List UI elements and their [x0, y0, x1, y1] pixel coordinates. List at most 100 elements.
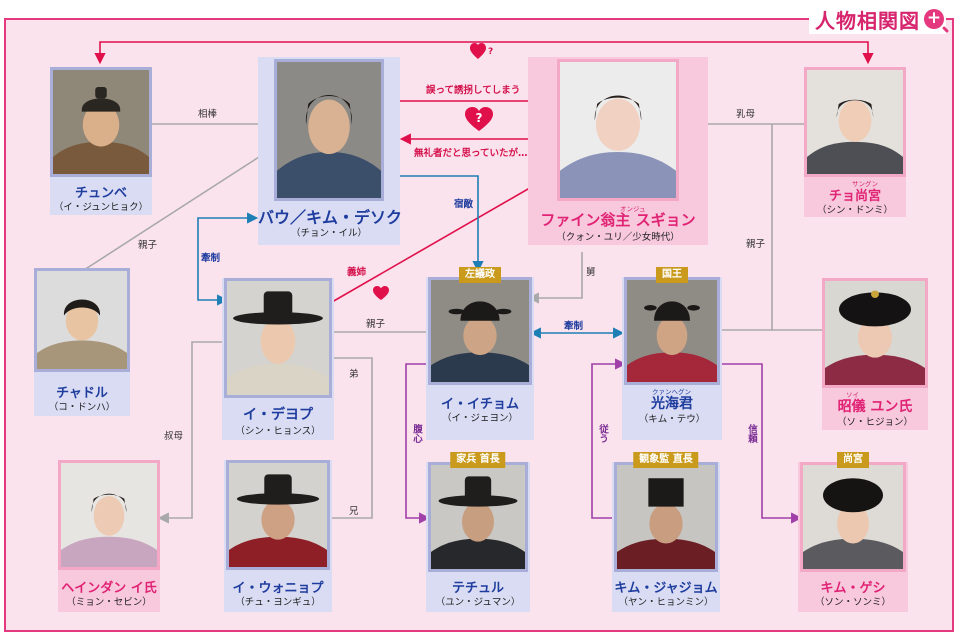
name-wonyop: イ・ウォニョプ [232, 581, 324, 596]
ruby-fine: オンジュ [620, 205, 646, 213]
line-aunt [157, 341, 226, 524]
zoom-in-icon[interactable]: + [924, 9, 944, 29]
label-younger-brother: 弟 [349, 369, 359, 380]
line-rival [398, 175, 484, 273]
name-shoi: 昭儀 ユン氏 [837, 399, 913, 415]
label-rival: 宿敵 [454, 199, 474, 210]
label-rude: 無礼者だと思っていたが… [414, 148, 528, 159]
card-kwanghae[interactable]: クァンヘグン 光海君 （キム・テウ） [622, 277, 722, 440]
actor-chunbe: （イ・ジュンヒョク） [53, 202, 149, 213]
actor-shoi: （ソ・ヒジョン） [836, 417, 913, 428]
tag-techul: 家兵 首長 [450, 452, 506, 468]
portrait-heindan [58, 460, 160, 570]
name-chadol: チャドル [56, 386, 108, 401]
portrait-ichom [428, 277, 532, 385]
line-follow [591, 358, 627, 519]
portrait-kwanghae [624, 277, 720, 385]
actor-kwanghae: （キム・テウ） [638, 414, 706, 425]
card-geshi[interactable]: キム・ゲシ （ソン・ソンミ） [798, 462, 908, 612]
line-check-a [197, 212, 259, 306]
tag-kwanghae: 国王 [656, 267, 688, 283]
line-fine-ichom [527, 252, 583, 304]
line-sister-in-law [331, 172, 556, 303]
actor-bau: （チョン・イル） [290, 228, 367, 239]
heart-question-top: ? [488, 47, 493, 57]
card-shoi[interactable]: ソイ 昭儀 ユン氏 （ソ・ヒジョン） [822, 278, 928, 430]
actor-wonyop: （チュ・ヨンギュ） [235, 597, 321, 608]
label-check-b: 牽制 [564, 321, 584, 332]
label-kidnap: 誤って誘拐してしまう [426, 85, 521, 96]
card-wonyop[interactable]: イ・ウォニョプ （チュ・ヨンギュ） [224, 460, 332, 612]
ruby-cho: サングン [852, 180, 878, 188]
line-brothers [332, 357, 373, 519]
portrait-chadol [34, 268, 130, 372]
name-cho: チョ尚宮 [828, 189, 881, 204]
actor-chadol: （コ・ドンハ） [48, 402, 116, 413]
label-aunt: 叔母 [164, 431, 184, 442]
actor-ichom: （イ・ジェヨン） [441, 413, 518, 424]
label-sister-in-law: 義姉 [347, 267, 367, 278]
label-parent-child-c: 親子 [366, 319, 386, 330]
heart-question-icon: ? [464, 106, 494, 132]
portrait-fine [557, 59, 679, 201]
name-chunbe: チュンベ [74, 186, 127, 201]
card-bau[interactable]: バウ／キム・デソク （チョン・イル） [258, 57, 403, 245]
heart-icon [372, 285, 390, 301]
label-parent-child-a: 親子 [138, 240, 158, 251]
label-older-brother: 兄 [349, 506, 359, 517]
name-heindan: ヘインダン イ氏 [61, 581, 157, 596]
portrait-deyop [224, 278, 332, 398]
line-trust [722, 363, 803, 524]
tag-geshi: 尚宮 [837, 452, 869, 468]
card-techul[interactable]: テチュル （ユン・ジュマン） [426, 462, 530, 612]
label-uncle-niece: 舅 [586, 267, 596, 278]
tag-jajom: 観象監 直長 [633, 452, 699, 468]
label-parent-child-b: 親子 [746, 239, 766, 250]
actor-cho: （シン・ドンミ） [816, 205, 893, 216]
portrait-jajom [614, 462, 718, 572]
ruby-kwanghae: クァンヘグン [652, 388, 691, 396]
line-top-red [94, 41, 874, 65]
actor-fine: （クォン・ユリ／少女時代） [556, 232, 680, 243]
portrait-geshi [800, 462, 906, 572]
page-title: 人物相関図 + [809, 4, 946, 34]
label-partner: 相棒 [198, 109, 218, 120]
name-geshi: キム・ゲシ [820, 581, 886, 596]
actor-deyop: （シン・ヒョンス） [235, 426, 321, 437]
label-check-a: 牽制 [201, 253, 221, 264]
card-fine[interactable]: オンジュ ファイン翁主 スギョン （クォン・ユリ／少女時代） [528, 57, 708, 245]
card-chunbe[interactable]: チュンベ （イ・ジュンヒョク） [50, 67, 152, 215]
name-kwanghae: 光海君 [651, 396, 693, 412]
portrait-techul [428, 462, 528, 572]
card-ichom[interactable]: イ・イチョム （イ・ジェヨン） [426, 277, 534, 440]
name-ichom: イ・イチョム [440, 397, 519, 412]
portrait-wonyop [226, 460, 330, 570]
line-bau-chadol [83, 145, 277, 271]
label-nanny: 乳母 [736, 109, 756, 120]
line-confidant [405, 363, 431, 524]
portrait-chunbe [50, 67, 152, 177]
heart-icon: ? [469, 42, 497, 62]
tag-ichom: 左議政 [459, 267, 501, 283]
card-heindan[interactable]: ヘインダン イ氏 （ミョン・セビン） [58, 460, 160, 612]
name-techul: テチュル [451, 581, 504, 596]
card-chadol[interactable]: チャドル （コ・ドンハ） [34, 268, 130, 416]
name-deyop: イ・デヨプ [243, 407, 313, 423]
card-jajom[interactable]: キム・ジャジョム （ヤン・ヒョンミン） [612, 462, 720, 612]
actor-geshi: （ソン・ソンミ） [814, 597, 891, 608]
card-cho[interactable]: サングン チョ尚宮 （シン・ドンミ） [804, 67, 906, 217]
name-bau: バウ／キム・デソク [258, 208, 403, 227]
portrait-shoi [822, 278, 928, 388]
label-trust: 信頼 [746, 424, 757, 443]
name-fine: ファイン翁主 スギョン [540, 211, 696, 229]
card-deyop[interactable]: イ・デヨプ （シン・ヒョンス） [222, 278, 334, 440]
actor-jajom: （ヤン・ヒョンミン） [618, 597, 714, 608]
portrait-bau [274, 59, 384, 201]
ruby-shoi: ソイ [846, 391, 859, 399]
label-follow: 従う [597, 424, 608, 443]
portrait-cho [804, 67, 906, 177]
heart-question-mid: ? [476, 111, 483, 125]
label-confidant: 腹心 [411, 424, 422, 443]
